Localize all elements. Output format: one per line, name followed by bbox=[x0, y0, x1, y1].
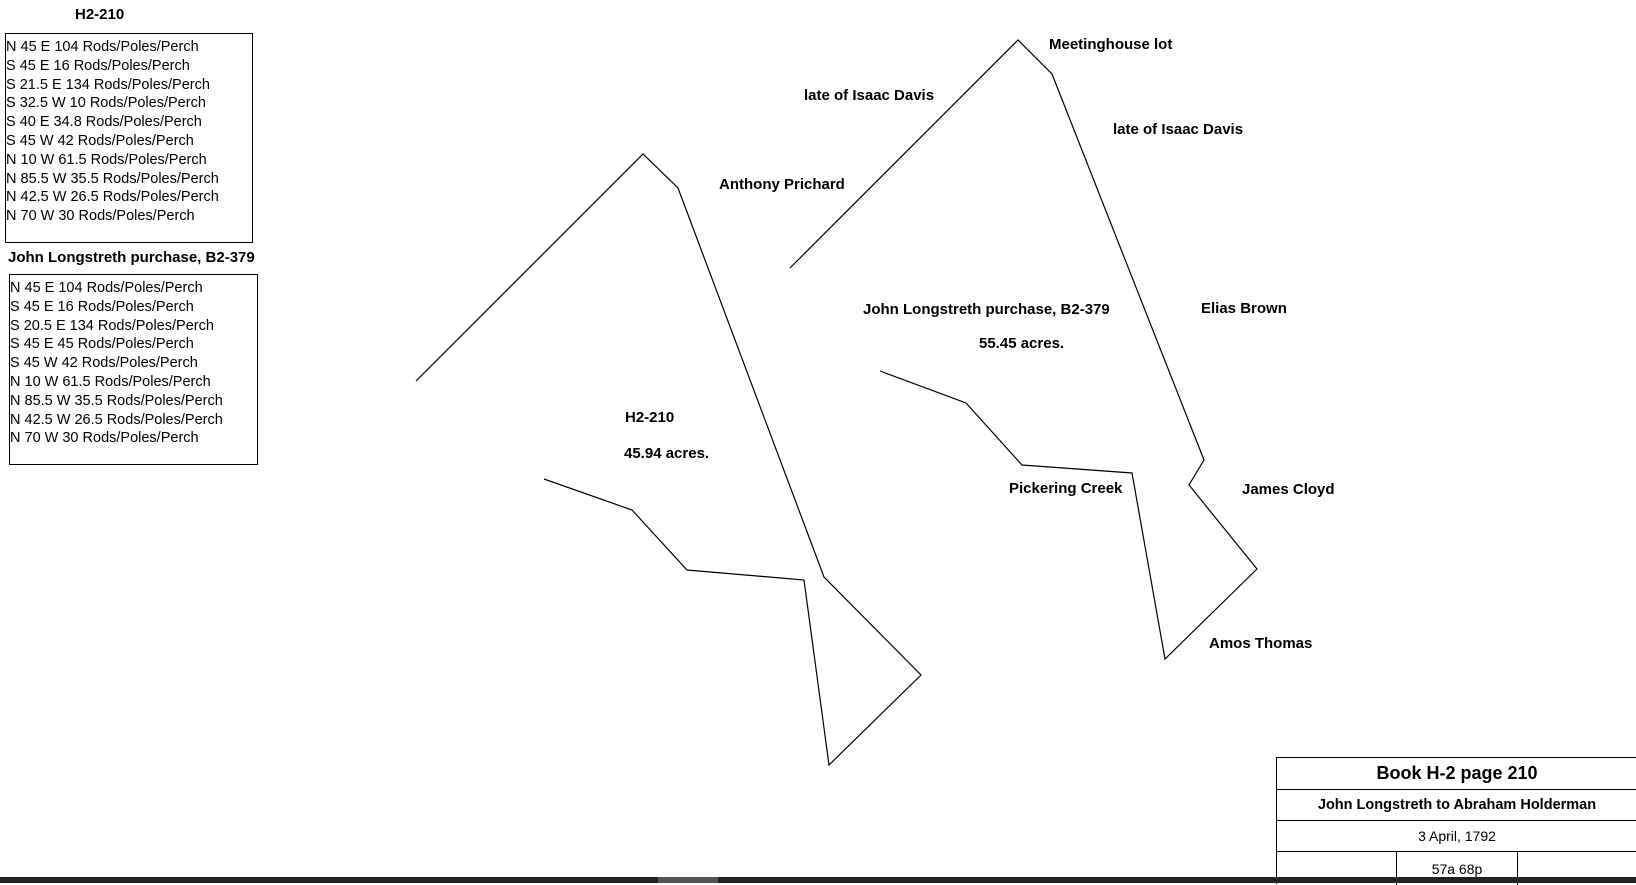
label-elias-brown: Elias Brown bbox=[1201, 300, 1287, 317]
title-parties: John Longstreth to Abraham Holderman bbox=[1277, 790, 1636, 821]
b2-course-line: N 70 W 30 Rods/Poles/Perch bbox=[10, 430, 199, 447]
b2-courses-title: John Longstreth purchase, B2-379 bbox=[8, 249, 255, 266]
b2-course-line: S 45 W 42 Rods/Poles/Perch bbox=[10, 355, 198, 372]
label-james-cloyd: James Cloyd bbox=[1242, 481, 1335, 498]
h2-courses-title: H2-210 bbox=[75, 6, 125, 23]
label-h2-tract-name: H2-210 bbox=[625, 409, 675, 426]
b2-course-line: S 45 E 16 Rods/Poles/Perch bbox=[10, 298, 194, 315]
h2-course-line: S 21.5 E 134 Rods/Poles/Perch bbox=[6, 76, 210, 93]
b2-course-list: N 45 E 104 Rods/Poles/Perch S 45 E 16 Rod… bbox=[10, 279, 257, 448]
b2-course-line: S 45 E 45 Rods/Poles/Perch bbox=[10, 336, 194, 353]
label-b2-tract-area: 55.45 acres. bbox=[979, 335, 1065, 352]
label-b2-tract-name: John Longstreth purchase, B2-379 bbox=[863, 301, 1110, 318]
label-pickering-creek: Pickering Creek bbox=[1009, 480, 1123, 497]
title-area: 57a 68p bbox=[1397, 852, 1518, 885]
title-date: 3 April, 1792 bbox=[1277, 821, 1636, 852]
label-isaac-davis-right: late of Isaac Davis bbox=[1113, 121, 1244, 138]
title-block: Book H-2 page 210 John Longstreth to Abr… bbox=[1276, 757, 1636, 885]
h2-210-boundary bbox=[415, 153, 922, 767]
h2-course-list: N 45 E 104 Rods/Poles/Perch S 45 E 16 Rod… bbox=[6, 38, 252, 226]
h2-course-line: S 45 W 42 Rods/Poles/Perch bbox=[6, 132, 194, 149]
h2-course-line: S 32.5 W 10 Rods/Poles/Perch bbox=[6, 95, 206, 112]
label-anthony-prichard: Anthony Prichard bbox=[719, 176, 845, 193]
h2-course-line: N 42.5 W 26.5 Rods/Poles/Perch bbox=[6, 189, 219, 206]
h2-courses-box: N 45 E 104 Rods/Poles/Perch S 45 E 16 Rod… bbox=[5, 33, 253, 243]
h2-course-line: N 85.5 W 35.5 Rods/Poles/Perch bbox=[6, 170, 219, 187]
b2-course-line: S 20.5 E 134 Rods/Poles/Perch bbox=[10, 317, 214, 334]
h2-course-line: N 45 E 104 Rods/Poles/Perch bbox=[6, 39, 199, 55]
h2-course-line: S 45 E 16 Rods/Poles/Perch bbox=[6, 57, 190, 74]
b2-course-line: N 45 E 104 Rods/Poles/Perch bbox=[10, 280, 203, 296]
scrollbar-thumb[interactable] bbox=[658, 877, 718, 883]
h2-course-line: N 10 W 61.5 Rods/Poles/Perch bbox=[6, 151, 207, 168]
label-h2-tract-area: 45.94 acres. bbox=[624, 445, 710, 462]
label-amos-thomas: Amos Thomas bbox=[1209, 635, 1313, 652]
title-cell-left bbox=[1277, 852, 1397, 885]
label-meetinghouse-lot: Meetinghouse lot bbox=[1049, 36, 1173, 53]
b2-379-boundary bbox=[789, 39, 1258, 661]
b2-course-line: N 42.5 W 26.5 Rods/Poles/Perch bbox=[10, 411, 223, 428]
h2-course-line: N 70 W 30 Rods/Poles/Perch bbox=[6, 208, 195, 225]
label-isaac-davis-left: late of Isaac Davis bbox=[804, 87, 935, 104]
title-area-row: 57a 68p bbox=[1277, 852, 1636, 885]
h2-course-line: S 40 E 34.8 Rods/Poles/Perch bbox=[6, 114, 202, 131]
b2-course-line: N 85.5 W 35.5 Rods/Poles/Perch bbox=[10, 392, 223, 409]
b2-courses-box: N 45 E 104 Rods/Poles/Perch S 45 E 16 Rod… bbox=[9, 274, 258, 465]
title-book-page: Book H-2 page 210 bbox=[1277, 758, 1636, 790]
horizontal-scrollbar[interactable] bbox=[0, 877, 1636, 883]
b2-course-line: N 10 W 61.5 Rods/Poles/Perch bbox=[10, 373, 211, 390]
